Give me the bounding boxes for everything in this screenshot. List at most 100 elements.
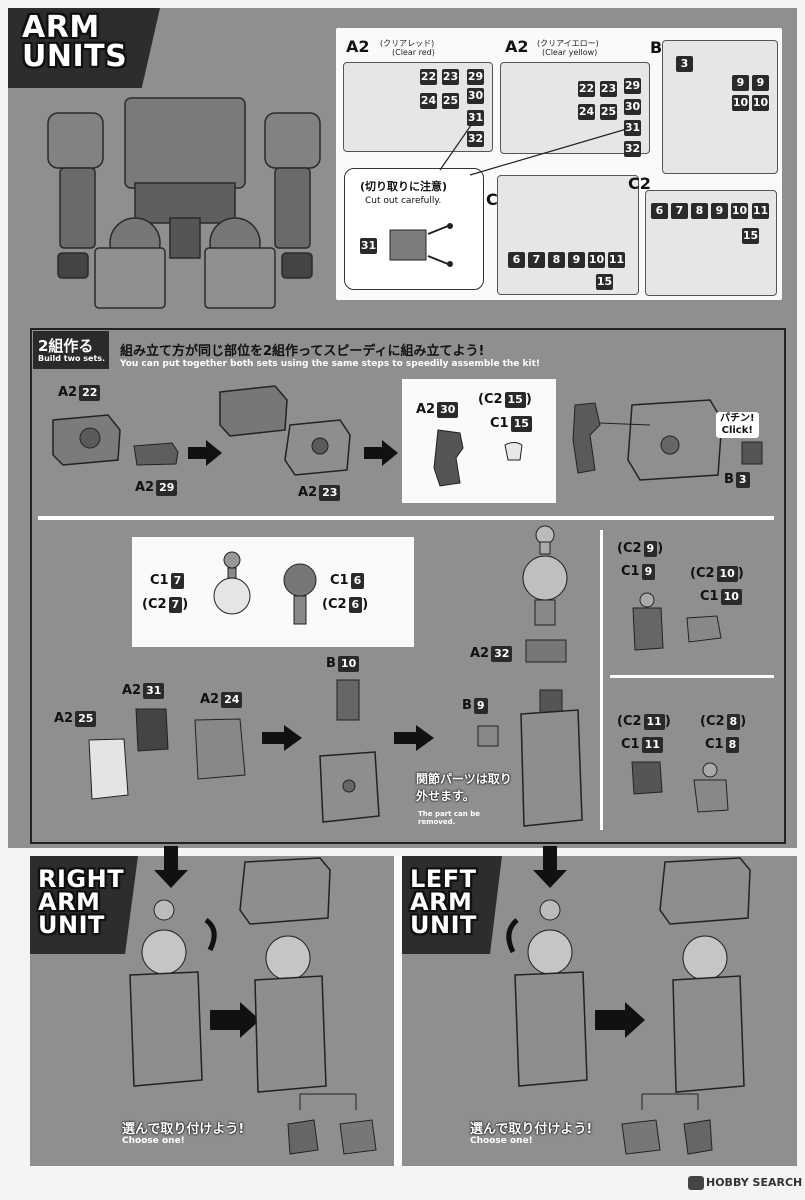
click-en: Click! [721, 425, 753, 436]
left-choose-jp: 選んで取り付けよう! [470, 1122, 593, 1137]
caution-bubble [344, 168, 484, 290]
part-joint-ball [522, 525, 568, 626]
num-yel-31: 31 [624, 120, 641, 136]
right-choose-en: Choose one! [122, 1136, 185, 1146]
caution-leader-lines [439, 117, 631, 176]
banner-line2: UNITS [22, 38, 128, 74]
runner-b-label: B [650, 38, 663, 57]
watermark-badge [688, 1176, 704, 1190]
caution-part-illustration [389, 223, 453, 267]
part-c1-6 [283, 563, 317, 625]
step2-subpanel [132, 537, 414, 647]
num-red-32: 32 [467, 131, 484, 147]
bottom-gap [394, 856, 402, 1166]
num-b-10b: 10 [752, 95, 769, 111]
arm-units-banner-bg [8, 8, 160, 88]
num-red-23: 23 [442, 69, 459, 85]
part-b-3 [741, 441, 763, 465]
arrow-step1a [188, 440, 222, 466]
runner-a2-red-en: (Clear red) [392, 48, 435, 57]
num-c1-6: 6 [508, 252, 525, 268]
caution-part-num: 31 [360, 238, 377, 254]
num-red-24: 24 [420, 93, 437, 109]
num-b-9b: 9 [752, 75, 769, 91]
watermark-text: HOBBY SEARCH [706, 1176, 803, 1189]
banner-line1: ARM [22, 10, 100, 45]
separator-v [600, 530, 603, 830]
num-b-3: 3 [676, 56, 693, 72]
num-red-30: 30 [467, 88, 484, 104]
part-c1-11-8 [631, 761, 729, 813]
part-assembly-1 [219, 385, 351, 476]
num-yel-32: 32 [624, 141, 641, 157]
click-pill: パチン! Click! [716, 412, 759, 438]
right-line1: RIGHT [38, 865, 125, 893]
click-jp: パチン! [720, 413, 755, 424]
joint-note-en: The part can be removed. [418, 810, 480, 826]
right-arm-illustration [129, 846, 331, 1093]
right-line3: UNIT [38, 910, 105, 939]
instruction-jp: 組み立て方が同じ部位を2組作ってスピーディに組み立てよう! [120, 344, 485, 359]
part-b-10-assembly [319, 679, 380, 823]
num-c1-10: 10 [588, 252, 605, 268]
num-yel-25: 25 [600, 104, 617, 120]
right-choose-jp: 選んで取り付けよう! [122, 1122, 245, 1137]
instruction-en: You can put together both sets using the… [120, 359, 541, 369]
part-a2-31 [135, 708, 169, 752]
runner-a2-yellow-jp: (クリアイエロー) [537, 39, 599, 48]
joint-note-jp: 関節パーツは取り外せます。 [416, 772, 512, 803]
left-line2: ARM [410, 887, 473, 916]
num-c1-7: 7 [528, 252, 545, 268]
num-c1-9: 9 [568, 252, 585, 268]
build-section-frame [30, 328, 786, 844]
arrow-step2a [262, 725, 302, 751]
num-red-22: 22 [420, 69, 437, 85]
right-arm-banner-bg [30, 856, 138, 954]
part-a2-32 [525, 639, 567, 663]
num-c2-10: 10 [731, 203, 748, 219]
left-arm-banner: LEFT ARM UNIT [410, 867, 477, 939]
num-c1-11: 11 [608, 252, 625, 268]
robot-illustration [47, 97, 321, 309]
num-yel-30: 30 [624, 99, 641, 115]
num-c1-15: 15 [596, 274, 613, 290]
part-b-9 [477, 725, 499, 747]
num-yel-24: 24 [578, 104, 595, 120]
runner-c1 [497, 175, 639, 295]
part-a2-24 [194, 718, 246, 780]
num-c2-11: 11 [752, 203, 769, 219]
num-c2-7: 7 [671, 203, 688, 219]
num-yel-22: 22 [578, 81, 595, 97]
build-two-sets-jp: 2組作る [38, 337, 94, 355]
build-two-sets-en: Build two sets. [38, 354, 106, 363]
runner-a2-red-label: A2 [346, 37, 370, 56]
build-two-sets-tag [33, 331, 109, 369]
separator-1 [38, 516, 774, 520]
left-line3: UNIT [410, 910, 477, 939]
part-a2-22 [52, 414, 121, 466]
num-c2-9: 9 [711, 203, 728, 219]
right-choose-parts [287, 1093, 377, 1155]
num-b-10a: 10 [732, 95, 749, 111]
num-yel-23: 23 [600, 81, 617, 97]
part-a2-30 [433, 429, 464, 487]
arrow-step1b [364, 440, 398, 466]
